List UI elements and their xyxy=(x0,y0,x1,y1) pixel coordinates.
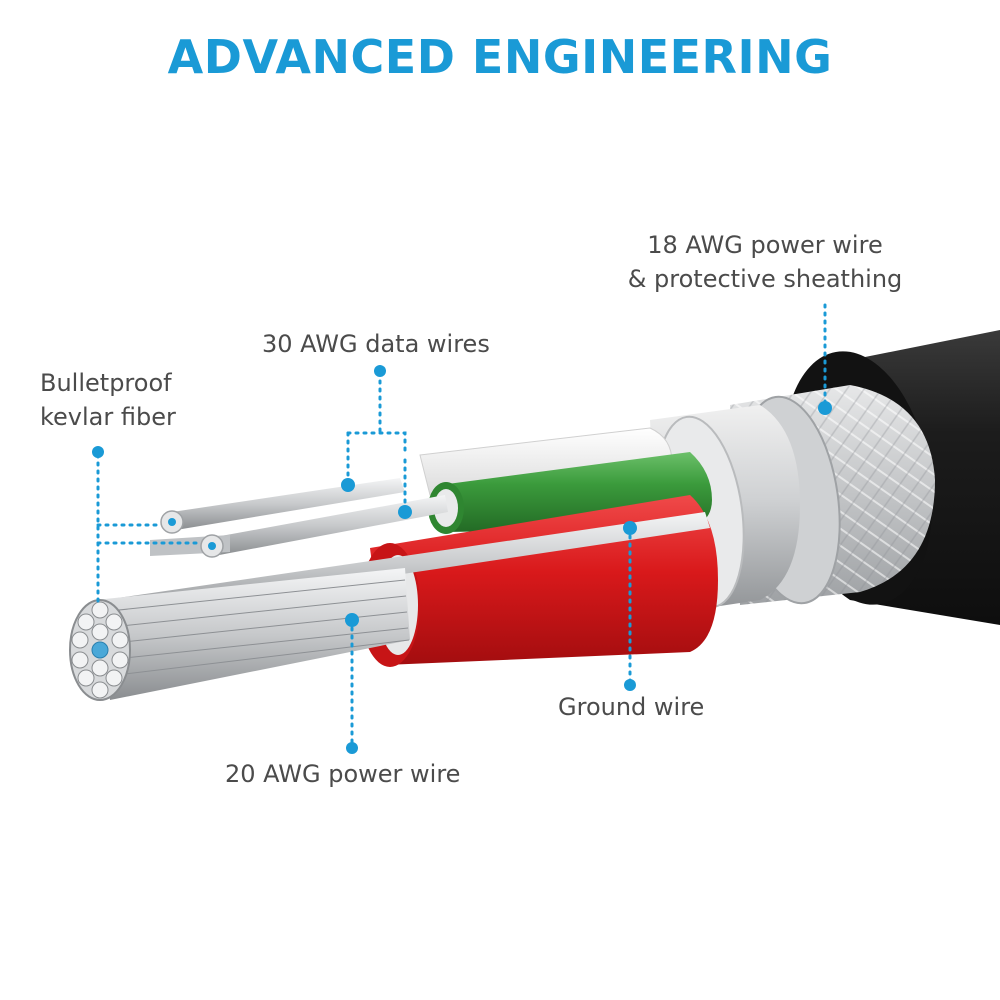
label-30awg-line1: 30 AWG data wires xyxy=(262,330,490,358)
power-wire-strands xyxy=(69,568,410,701)
callout-lines xyxy=(96,303,827,747)
page-title: ADVANCED ENGINEERING xyxy=(167,30,833,84)
label-ground-wire: Ground wire xyxy=(558,690,704,724)
label-20awg-power-wire: 20 AWG power wire xyxy=(225,757,460,791)
label-20awg-line1: 20 AWG power wire xyxy=(225,760,461,788)
callout-dot-icon xyxy=(92,365,832,754)
label-30awg-data-wires: 30 AWG data wires xyxy=(262,327,490,361)
label-18awg-line2: & protective sheathing xyxy=(627,265,903,293)
label-18awg-line1: 18 AWG power wire xyxy=(647,231,883,259)
label-kevlar-line2: kevlar fiber xyxy=(40,403,176,431)
label-18awg-power-wire: 18 AWG power wire & protective sheathing xyxy=(615,228,915,296)
label-kevlar-line1: Bulletproof xyxy=(40,369,172,397)
label-ground-line1: Ground wire xyxy=(558,693,705,721)
label-kevlar-fiber: Bulletproof kevlar fiber xyxy=(40,366,176,434)
